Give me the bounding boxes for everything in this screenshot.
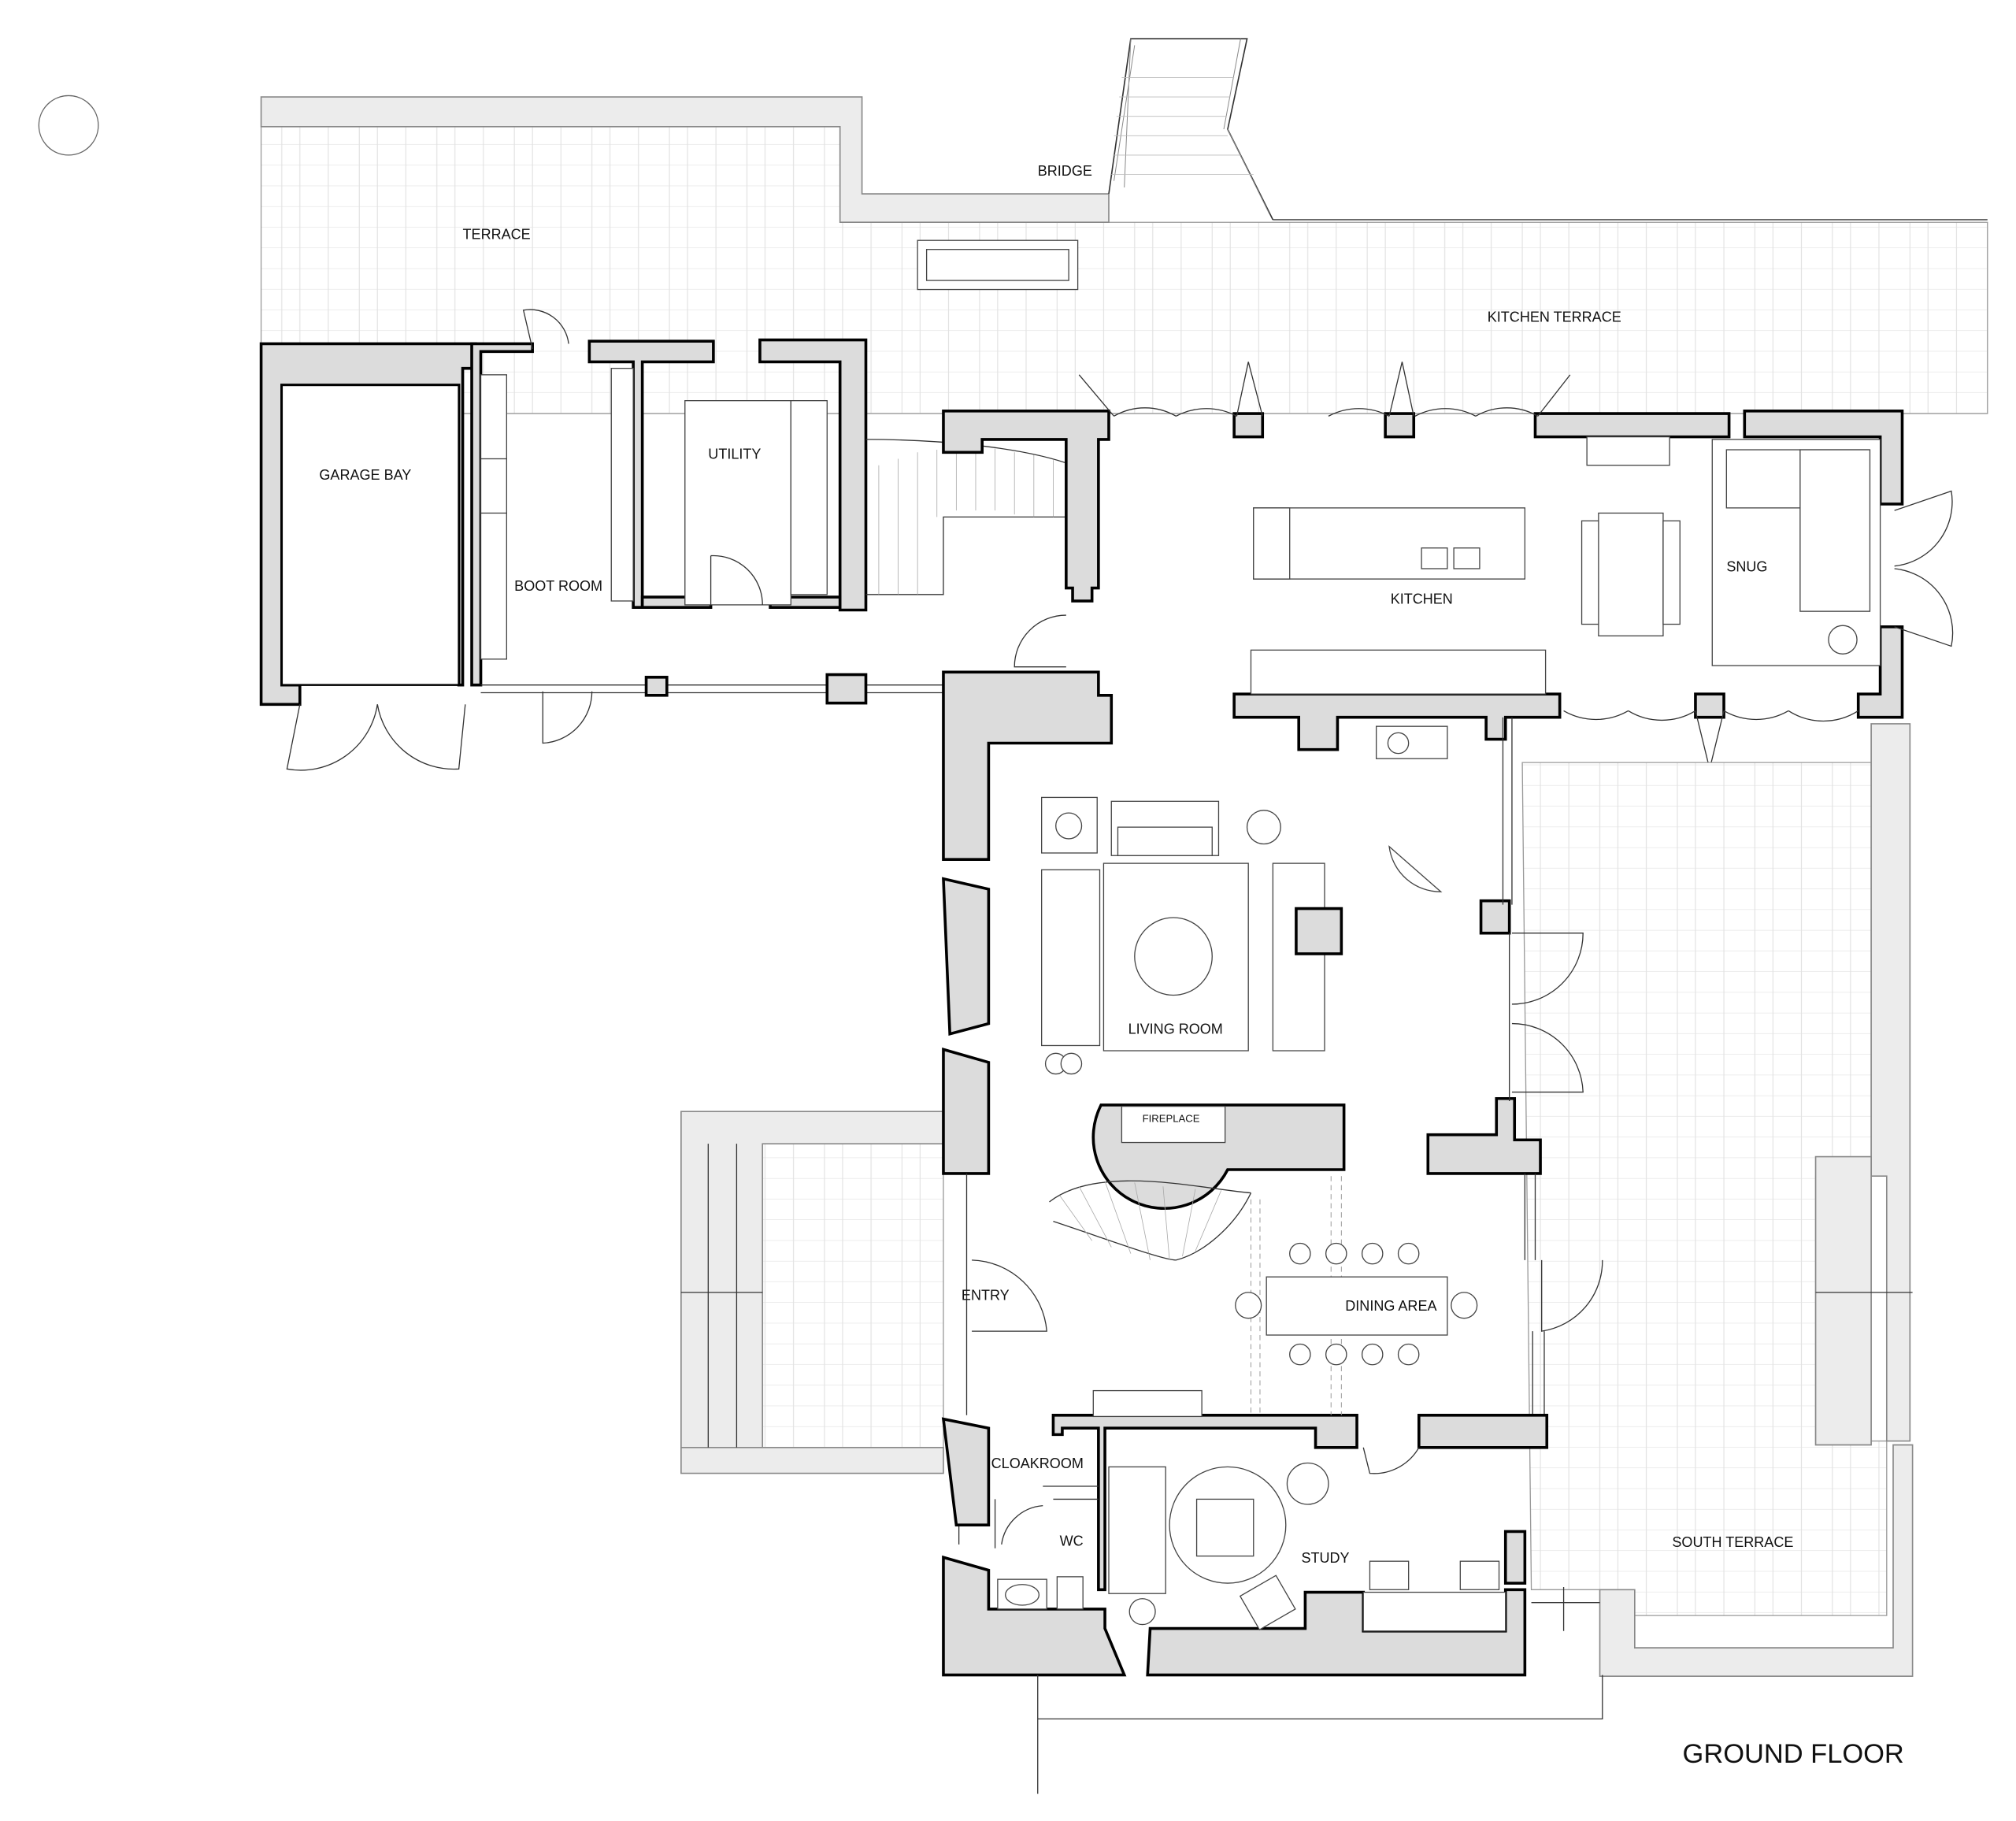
living-room-furniture: [1041, 725, 1448, 1075]
south-terrace: [1521, 723, 1914, 1678]
label-wc: WC: [1060, 1533, 1084, 1548]
label-boot-room: BOOT ROOM: [514, 578, 602, 594]
dining-furniture: [1092, 1242, 1478, 1418]
label-utility: UTILITY: [708, 447, 761, 462]
bridge: [1108, 38, 1274, 221]
drawing-title: GROUND FLOOR: [1683, 1739, 1904, 1769]
label-bridge: BRIDGE: [1038, 163, 1092, 179]
label-snug: SNUG: [1726, 558, 1767, 574]
label-kitchen-terrace: KITCHEN TERRACE: [1488, 310, 1621, 325]
label-terrace: TERRACE: [463, 227, 531, 243]
kitchen-walls: [942, 362, 1954, 861]
room-labels: TERRACE BRIDGE KITCHEN TERRACE GARAGE BA…: [319, 163, 1903, 1769]
back-stair: [865, 439, 1073, 595]
label-cloakroom: CLOAKROOM: [991, 1456, 1084, 1471]
north-indicator-circle: [38, 95, 99, 156]
main-house-walls: [941, 717, 1603, 1677]
label-study: STUDY: [1301, 1550, 1349, 1566]
label-living-room: LIVING ROOM: [1128, 1022, 1223, 1037]
boot-room-utility-walls: [470, 309, 943, 744]
west-terrace: [680, 1111, 944, 1474]
label-entry: ENTRY: [962, 1288, 1010, 1304]
label-dining-area: DINING AREA: [1345, 1298, 1436, 1314]
garage-bay: [259, 342, 477, 771]
label-kitchen: KITCHEN: [1391, 591, 1453, 606]
label-garage-bay: GARAGE BAY: [319, 467, 411, 483]
study-furniture: [997, 1462, 1506, 1632]
label-south-terrace: SOUTH TERRACE: [1672, 1534, 1793, 1550]
label-fireplace: FIREPLACE: [1143, 1112, 1200, 1124]
